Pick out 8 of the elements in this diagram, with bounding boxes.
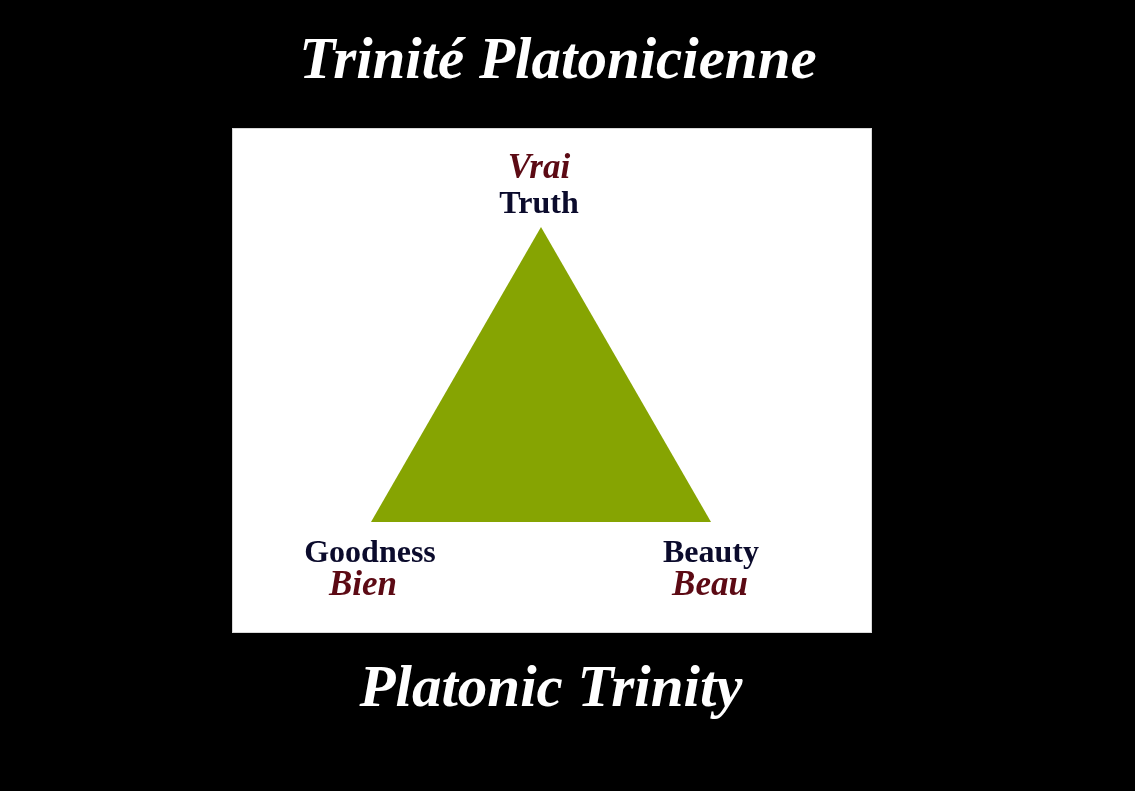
vertex-label: Goodness bbox=[304, 535, 436, 569]
diagram-title: Trinité Platonicienne bbox=[299, 26, 817, 91]
diagram-caption: Platonic Trinity bbox=[359, 654, 743, 719]
triangle-shape bbox=[371, 227, 711, 522]
vertex-label: Bien bbox=[328, 566, 398, 603]
vertex-label: Beauty bbox=[663, 535, 759, 569]
vertex-label: Vrai bbox=[507, 149, 571, 186]
vertex-label: Truth bbox=[499, 186, 579, 220]
